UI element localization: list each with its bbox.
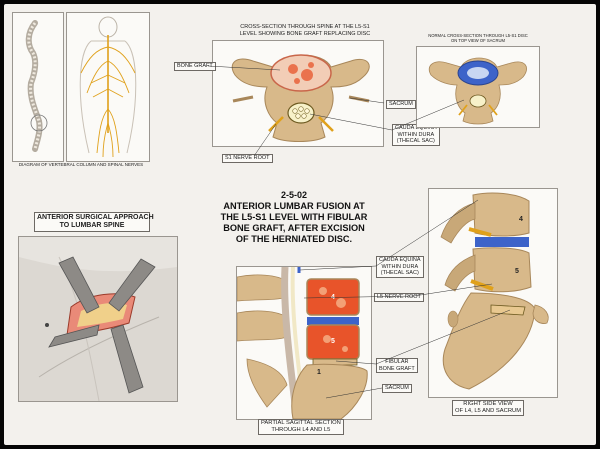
cross-section-panel: [212, 40, 384, 147]
normal-section-title-line-2: on top view of sacrum: [451, 38, 505, 43]
main-title-line-3: bone graft, after excision: [223, 223, 365, 233]
main-title-line-1: Anterior lumbar fusion at: [223, 201, 365, 211]
side-caption-line-1: Right side view: [463, 401, 513, 407]
label-fibular-line-2: bone graft: [379, 365, 415, 372]
normal-section-panel: [416, 46, 540, 128]
label-cauda-line-3: (thecal sac): [396, 138, 435, 144]
thecal-sac: [287, 102, 315, 124]
main-title-line-4: of the herniated disc.: [235, 234, 353, 244]
label-sacrum-sagittal: Sacrum: [382, 384, 412, 393]
cross-section-illustration: [231, 54, 370, 142]
main-date: 2-5-02: [280, 190, 307, 200]
spine-diagram-panel: [12, 12, 64, 162]
main-title-line-2: the L5-S1 level with fibular: [220, 212, 368, 222]
label-bone-graft: Bone graft: [174, 62, 216, 71]
sagittal-caption-line-2: through L4 and L5: [271, 427, 331, 433]
label-cauda-line-2: within dura: [397, 131, 435, 138]
side-view-illustration: [440, 192, 549, 390]
spine-diagram-caption: Diagram of vertebral column and spinal n…: [18, 162, 144, 167]
label-sag-cauda-line-1: Cauda equina: [379, 257, 421, 263]
bone-graft-disc: [270, 54, 332, 92]
label-fibular-bone-graft: Fibular bone graft: [376, 358, 418, 373]
side-view-panel: [428, 188, 558, 398]
cross-section-title-line-2: level showing bone graft replacing disc: [239, 31, 371, 37]
approach-title-line-1: Anterior surgical approach: [37, 214, 154, 221]
side-caption-line-2: of L4, L5 and sacrum: [455, 408, 522, 414]
sagittal-section-illustration: [237, 267, 368, 419]
side-view-caption: Right side view of L4, L5 and sacrum: [452, 400, 525, 416]
sagittal-caption-line-1: Partial sagittal section: [261, 420, 341, 426]
sagittal-vertebra-5: 5: [331, 338, 335, 345]
sagittal-section-panel: [236, 266, 372, 420]
label-cauda-equina-sagittal: Cauda equina within dura (thecal sac): [376, 256, 424, 278]
normal-section-illustration: [428, 57, 527, 125]
surgical-approach-panel: [18, 236, 178, 402]
side-vertebra-5: 5: [515, 268, 519, 275]
sagittal-caption: Partial sagittal section through L4 and …: [258, 419, 344, 435]
label-l5-nerve-root: L5 nerve root: [374, 293, 424, 302]
anatomy-board: Diagram of vertebral column and spinal n…: [4, 4, 596, 445]
label-fibular-line-1: Fibular: [385, 359, 409, 365]
label-s1-nerve-root: S1 nerve root: [222, 154, 273, 163]
spinal-nerves-illustration: [79, 16, 137, 158]
sagittal-vertebra-4: 4: [331, 294, 335, 301]
surgical-retractors: [48, 256, 156, 394]
side-vertebra-4: 4: [519, 216, 523, 223]
approach-title: Anterior surgical approach to lumbar spi…: [34, 212, 154, 232]
vertebral-column-illustration: [25, 20, 48, 152]
label-sacrum-top: Sacrum: [386, 100, 416, 109]
approach-title-line-2: to lumbar spine: [59, 222, 125, 229]
label-sag-cauda-line-2: within dura: [381, 263, 419, 270]
sacrum-body: [291, 363, 368, 419]
cross-section-title-line-1: Cross-section through spine at the L5-S1: [240, 24, 370, 30]
spinal-nerves-panel: [66, 12, 150, 162]
label-sag-cauda-line-3: (thecal sac): [380, 270, 419, 276]
sagittal-vertebra-1: 1: [317, 369, 321, 376]
normal-section-title-line-1: Normal cross-section through L5-S1 disc: [428, 33, 528, 38]
surgical-approach-illustration: [19, 256, 177, 401]
